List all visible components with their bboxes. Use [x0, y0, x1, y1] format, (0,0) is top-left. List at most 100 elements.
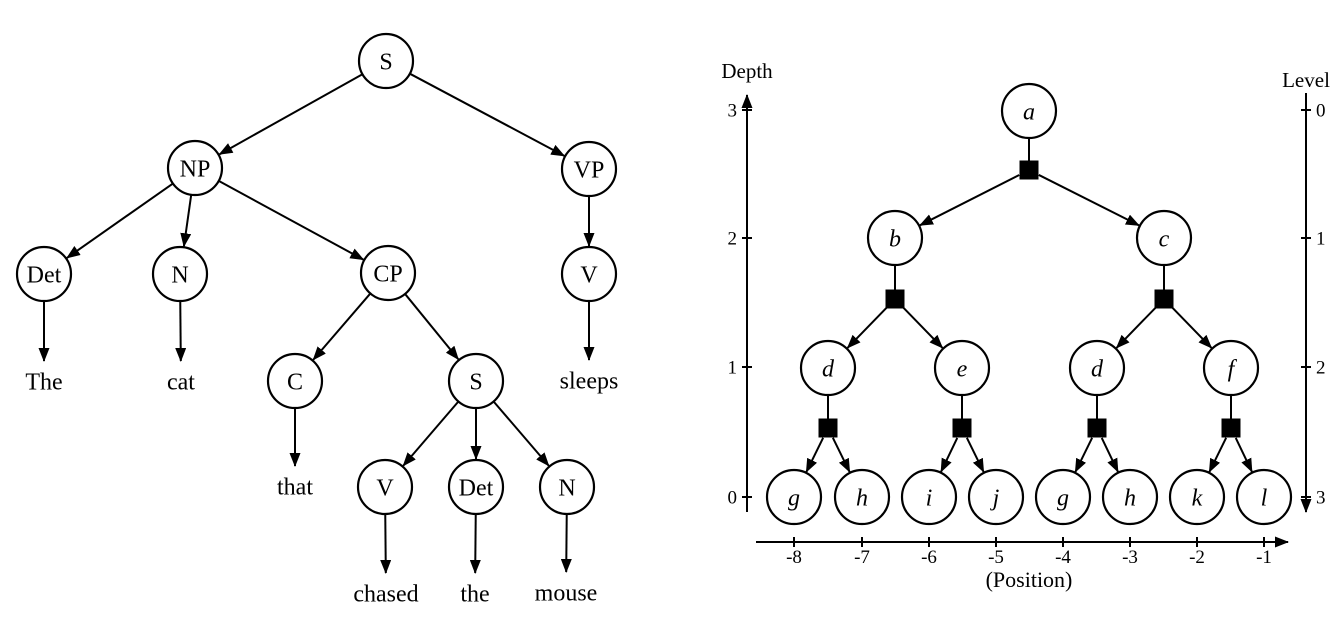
- depth-tick-label-1: 2: [728, 228, 738, 249]
- arrow-q6-h2: [1100, 437, 1119, 473]
- depth-tick-label-3: 0: [728, 487, 738, 508]
- leaf-word-w_sleeps: sleeps: [560, 368, 619, 394]
- edge-S-NP: [218, 73, 363, 156]
- node-label-i1: i: [926, 485, 933, 511]
- junction-square-q1: [1019, 160, 1039, 180]
- arrow-q6-g2: [1074, 437, 1094, 473]
- level-tick-label-1: 1: [1316, 228, 1326, 249]
- edge-CP-C: [312, 292, 372, 361]
- arrow-q4-h1: [831, 437, 851, 473]
- node-j1: [967, 468, 1025, 526]
- node-label-d1: d: [822, 356, 835, 382]
- position-tick-label-4: -4: [1055, 547, 1071, 568]
- node-VP: [560, 140, 618, 198]
- node-S2: [447, 352, 505, 410]
- node-a: [1000, 82, 1058, 140]
- node-label-h1: h: [856, 485, 868, 511]
- node-g2: [1034, 468, 1092, 526]
- node-h2: [1101, 468, 1159, 526]
- node-c: [1135, 209, 1193, 267]
- node-e1: [933, 339, 991, 397]
- node-label-V2: V: [376, 475, 394, 501]
- edge-S2-N2: [492, 400, 550, 467]
- level-tick-label-2: 2: [1316, 357, 1326, 378]
- node-label-N2: N: [558, 475, 575, 501]
- position-axis-title: (Position): [986, 567, 1073, 592]
- junction-square-q6: [1087, 418, 1107, 438]
- axes: 3210Depth0123Level-8-7-6-5-4-3-2-1(Posit…: [721, 59, 1330, 592]
- level-axis-title: Level: [1282, 68, 1330, 92]
- position-tick-label-0: -8: [786, 547, 802, 568]
- node-V2: [356, 458, 414, 516]
- leaf-word-w_that: that: [277, 474, 313, 500]
- node-C: [266, 352, 324, 410]
- node-label-C: C: [287, 369, 303, 395]
- junction-square-q7: [1221, 418, 1241, 438]
- junction-square-q4: [818, 418, 838, 438]
- position-tick-label-7: -1: [1256, 547, 1272, 568]
- edge-N1-w_cat: [175, 300, 187, 363]
- node-label-b: b: [889, 226, 901, 252]
- node-N2: [538, 458, 596, 516]
- node-label-Det1: Det: [27, 262, 62, 288]
- node-V1: [560, 245, 618, 303]
- node-label-f1: f: [1228, 356, 1238, 382]
- node-b: [866, 209, 924, 267]
- node-g1: [765, 468, 823, 526]
- leaf-word-w_the: the: [460, 581, 489, 607]
- position-tick-label-5: -3: [1122, 547, 1138, 568]
- node-Det2: [447, 458, 505, 516]
- arrow-q4-g1: [805, 437, 825, 473]
- position-tick-label-1: -7: [854, 547, 870, 568]
- node-h1: [833, 468, 891, 526]
- node-S: [357, 32, 415, 90]
- node-N1: [151, 245, 209, 303]
- node-CP: [359, 244, 417, 302]
- node-label-g2: g: [1057, 485, 1069, 511]
- junction-square-q5: [952, 418, 972, 438]
- level-tick-label-3: 3: [1316, 487, 1326, 508]
- node-label-VP: VP: [574, 157, 605, 183]
- arrow-q1-c: [1038, 174, 1140, 227]
- junction-square-q2: [885, 289, 905, 309]
- node-label-j1: j: [990, 485, 1000, 511]
- node-label-d2: d: [1091, 356, 1104, 382]
- node-label-e1: e: [957, 356, 968, 382]
- node-label-g1: g: [788, 485, 800, 511]
- node-label-N1: N: [171, 262, 188, 288]
- leaf-word-w_chased: chased: [353, 581, 418, 607]
- edge-S-VP: [409, 72, 566, 157]
- level-tick-label-0: 0: [1316, 100, 1326, 121]
- node-l1: [1235, 468, 1293, 526]
- arrow-q7-k1: [1208, 437, 1228, 473]
- node-NP: [166, 139, 224, 197]
- node-f1: [1202, 339, 1260, 397]
- leaf-word-w_The: The: [25, 369, 62, 395]
- node-Det1: [15, 245, 73, 303]
- position-tick-label-3: -5: [988, 547, 1004, 568]
- edge-NP-Det1: [66, 182, 174, 259]
- node-label-Det2: Det: [459, 475, 494, 501]
- edge-S2-V2: [402, 400, 460, 467]
- node-k1: [1168, 468, 1226, 526]
- edge-NP-N1: [180, 194, 193, 248]
- node-label-V1: V: [580, 262, 598, 288]
- arrow-q2-e1: [901, 306, 944, 349]
- node-d1: [799, 339, 857, 397]
- arrow-q5-i1: [940, 437, 959, 473]
- node-label-CP: CP: [373, 261, 402, 287]
- node-label-a: a: [1023, 99, 1035, 125]
- node-label-S2: S: [469, 369, 482, 395]
- node-label-S: S: [379, 49, 392, 75]
- junction-square-q3: [1154, 289, 1174, 309]
- edge-Det2-w_the: [469, 513, 481, 575]
- node-i1: [900, 468, 958, 526]
- edge-NP-CP: [218, 180, 365, 261]
- arrow-q2-d1: [846, 306, 889, 349]
- arrow-q3-d2: [1115, 306, 1158, 349]
- node-label-NP: NP: [180, 156, 211, 182]
